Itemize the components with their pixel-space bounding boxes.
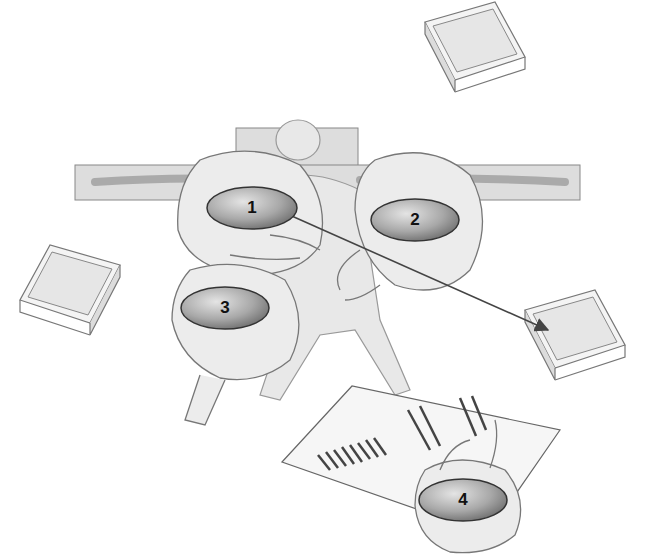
monitor: [425, 2, 525, 92]
callout-oval: 1: [206, 186, 298, 230]
oval-shape: [207, 187, 297, 229]
staff-body: [172, 151, 483, 425]
callout-number: 3: [220, 298, 229, 318]
callout-oval: 3: [180, 286, 270, 330]
oval-shape: [419, 479, 507, 521]
staff-body: [415, 420, 521, 553]
callout-oval: 2: [370, 198, 460, 242]
callout-number: 2: [410, 210, 419, 230]
callout-number: 1: [247, 198, 256, 218]
monitor: [525, 290, 625, 380]
oval-shape: [181, 287, 269, 329]
callout-oval: 4: [418, 478, 508, 522]
callout-number: 4: [458, 490, 467, 510]
oval-shape: [371, 199, 459, 241]
monitor: [20, 245, 120, 335]
